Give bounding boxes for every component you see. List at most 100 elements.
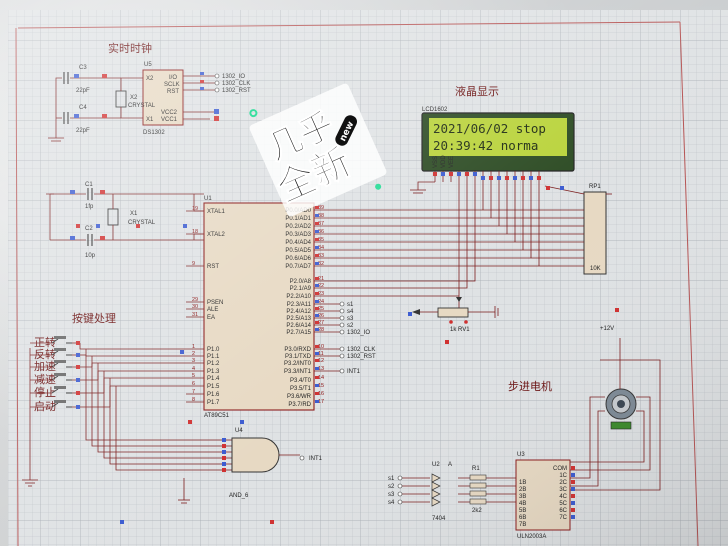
u3-part: ULN2003A [517,534,546,540]
u1-right-pin: P2.6/A14 [286,323,311,329]
u1-left-pin-num: 19 [192,206,198,212]
u3-right-pin: COM [553,466,567,472]
u1-right-pin: P3.7/RD [288,402,311,408]
u1-right-pin: P0.3/AD3 [285,232,311,238]
u1-left-pin-num: 8 [192,397,195,403]
net-1302-rst: 1302_RST [347,354,376,360]
c2-value: 10p [85,253,96,259]
lcd-title: 液晶显示 [455,84,499,98]
net-s1: s1 [347,302,354,308]
lcd-line-2: 20:39:42 norma [433,138,538,153]
u1-right-pin: P0.1/AD1 [285,216,311,222]
u1-left-pin-num: 6 [192,381,195,387]
net-s2: s2 [347,323,354,329]
u1-left-pin: XTAL2 [207,232,226,238]
lcd-pin-vdd: VDD [441,155,447,168]
u1-left-pin-num: 31 [192,312,198,318]
watermark-badge: 几乎 全新 new [249,83,387,217]
rtc-title: 实时时钟 [108,41,152,55]
u1-left-pin: P1.1 [207,354,220,360]
u1-right-pin: P3.6/WR [287,394,312,400]
u1-left-pin: P1.6 [207,392,220,398]
u3-left-pin: 7B [519,522,526,528]
net-1302-io-rtc: 1302_IO [222,74,245,80]
lcd-pin-vee: VEE [449,156,455,168]
u5-pin-sclk: SCLK [164,82,180,88]
u3-right-pin: 1C [559,473,567,479]
u4-and-gate [231,437,280,473]
u5-pin-vcc2: VCC2 [161,110,178,116]
u3-left-pin: 5B [519,508,526,514]
u1-left-pin: RST [207,264,219,270]
u2-ref: U2 [432,462,440,468]
motor-input-s1: s1 [388,476,395,482]
motor-input-s4: s4 [388,500,395,506]
u5-pin-rst: RST [167,89,179,95]
u5-pin-x2: X2 [146,76,154,82]
x2-ref: X2 [130,95,138,101]
u1-left-pin: EA [207,315,215,321]
net-int1: INT1 [347,369,361,375]
u1-right-pin: P0.4/AD4 [285,240,311,246]
motor-input-s3: s3 [388,492,395,498]
u5-pin-io: I/O [169,75,177,81]
u4-out-net: INT1 [309,456,323,462]
u3-right-pin: 3C [559,487,567,493]
u2-part: 7404 [432,516,446,522]
u1-right-pin: P2.7/A15 [286,330,311,336]
u1-left-pin: P1.7 [207,400,220,406]
x1-part: CRYSTAL [128,220,156,226]
u1-right-pin: P0.6/AD6 [285,256,311,262]
u3-right-pin: 4C [559,494,567,500]
u1-left-pin: PSEN [207,300,223,306]
u1-right-pin: P2.4/A12 [286,309,311,315]
u4-part: AND_6 [229,493,249,499]
u1-left-pin: P1.0 [207,347,220,353]
motor-title: 步进电机 [508,379,552,393]
r1-value: 2k2 [472,508,482,514]
u3-right-pin: 2C [559,480,567,486]
u1-left-pin: ALE [207,307,218,313]
net-s4: s4 [347,309,354,315]
u1-right-pin: P2.2/A10 [286,294,311,300]
net-1302-io: 1302_IO [347,330,370,336]
u1-right-pin: P3.1/TXD [285,354,312,360]
u1-left-pin: XTAL1 [207,209,226,215]
rp1-ref: RP1 [589,184,601,190]
u1-ref: U1 [204,196,212,202]
u1-right-pin: P3.5/T1 [290,386,312,392]
lcd-line-1: 2021/06/02 stop [433,121,546,136]
r1-ref: R1 [472,466,480,472]
u1-right-pin: P0.2/AD2 [285,224,311,230]
u1-left-pin-num: 7 [192,389,195,395]
c1-ref: C1 [85,182,93,188]
u1-right-pin: P0.7/AD7 [285,264,311,270]
rp1-value: 10K [590,266,601,272]
u5-part: DS1302 [143,130,165,136]
u1-right-pin: P2.5/A13 [286,316,311,322]
u1-left-pin-num: 4 [192,366,195,372]
u1-left-pin: P1.4 [207,376,220,382]
u1-left-pin: P1.5 [207,384,220,390]
c3-value: 22pF [76,88,90,94]
u2-pin: A [448,462,452,468]
u5-pin-x1: X1 [146,117,154,123]
u3-left-pin: 1B [519,480,526,486]
c2-ref: C2 [85,226,93,232]
net-1302-clk-rtc: 1302_CLK [222,81,250,87]
net-1302-clk: 1302_CLK [347,347,375,353]
x1-ref: X1 [130,211,138,217]
u4-ref: U4 [235,428,243,434]
u1-right-pin: P3.0/RXD [284,347,311,353]
u1-part: AT89C51 [204,413,230,419]
u1-left-pin-num: 5 [192,373,195,379]
u3-ref: U3 [517,452,525,458]
rv1-ref: RV1 [458,327,470,333]
u1-left-pin-num: 30 [192,304,198,310]
lcd-part: LCD1602 [422,107,448,113]
u1-left-pin-num: 9 [192,261,195,267]
u1-left-pin: P1.3 [207,369,220,375]
net-1302-rst-rtc: 1302_RST [222,88,251,94]
u1-left-pin-num: 2 [192,351,195,357]
